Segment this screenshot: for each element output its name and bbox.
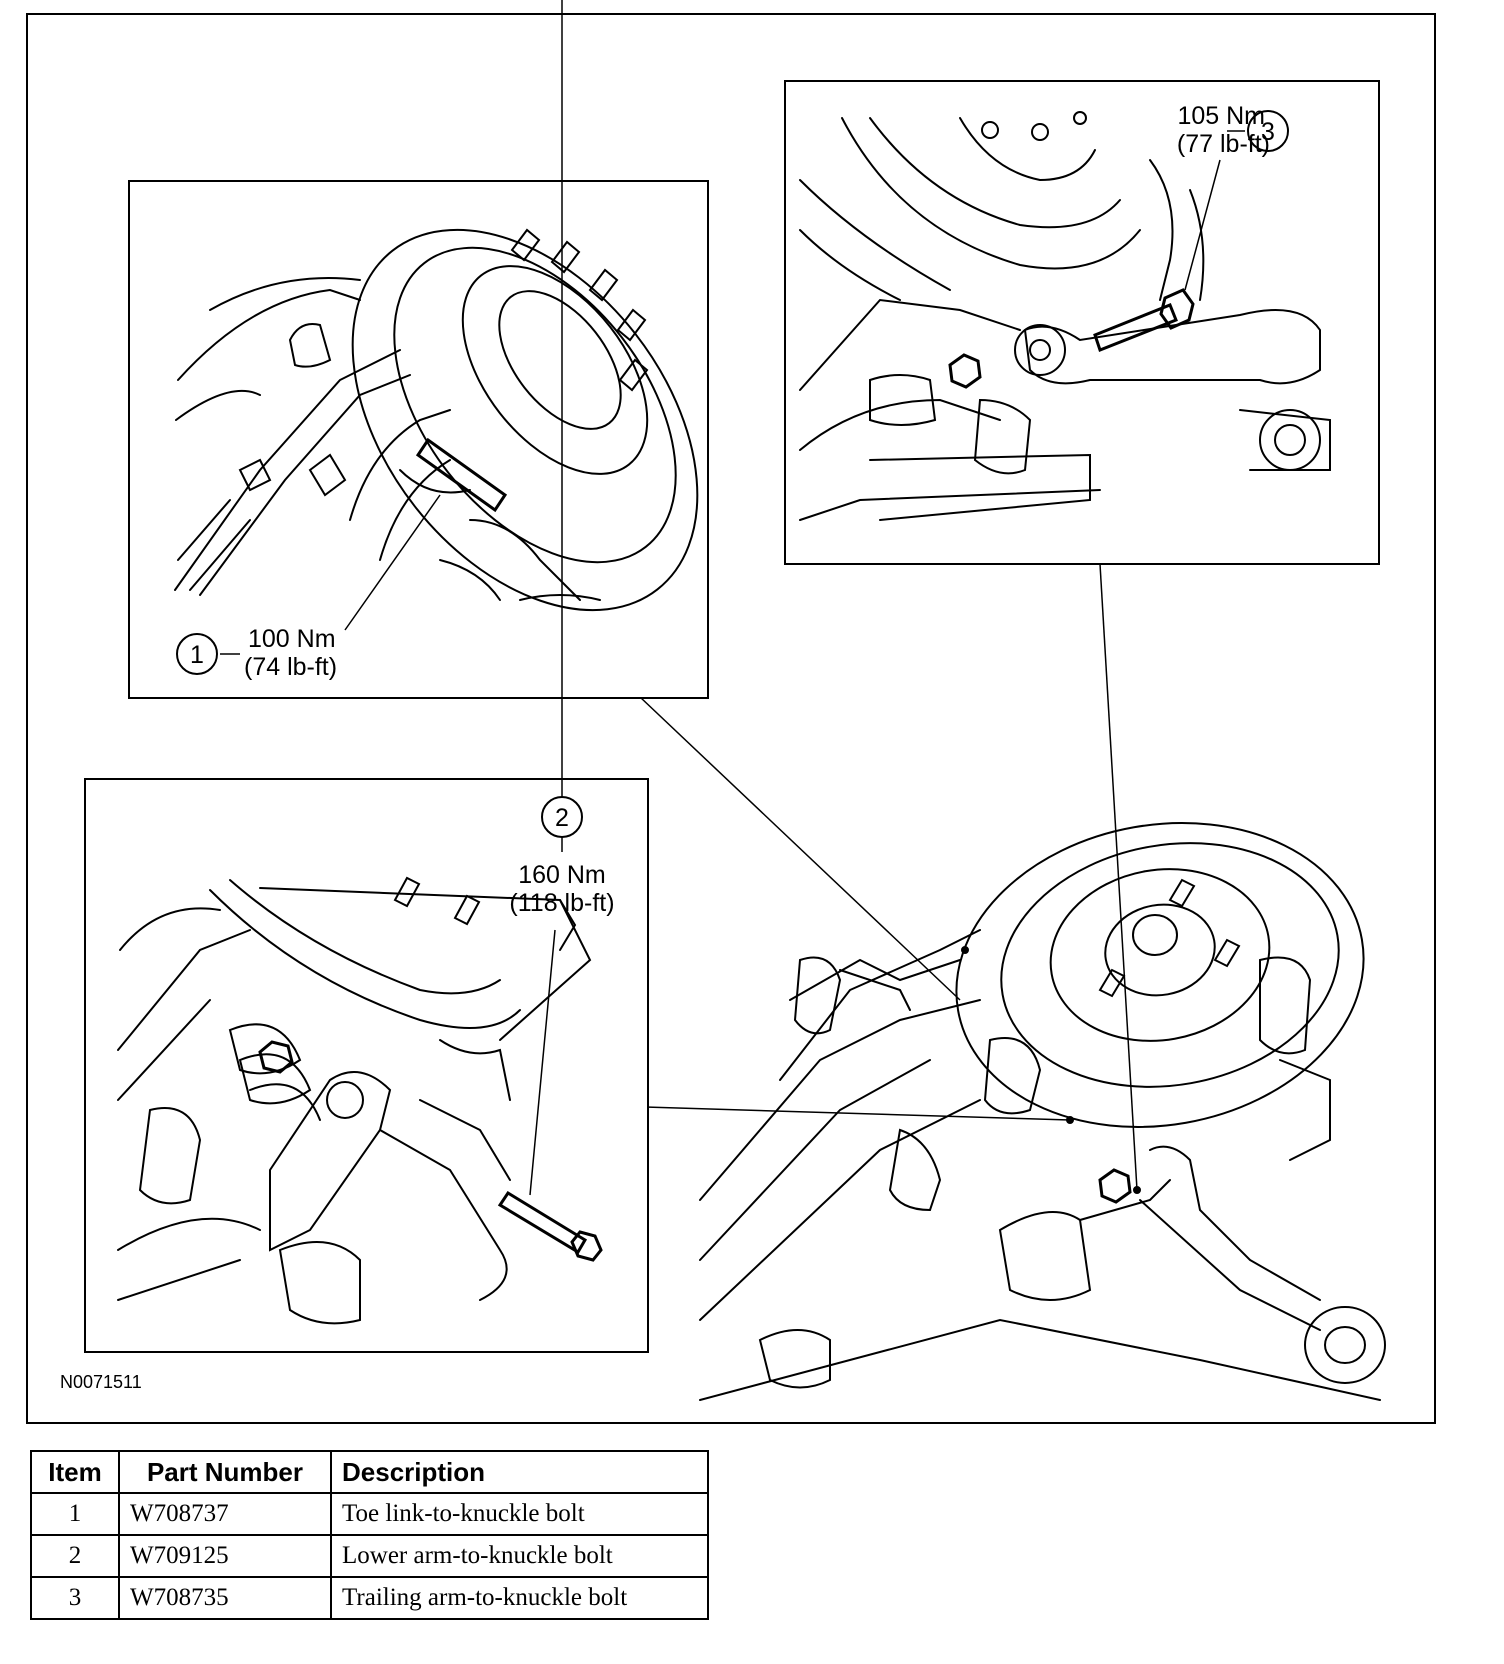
figure-frame [26,13,1436,1424]
row-part-number: W708737 [118,1492,332,1536]
callout-2-number: 2 [555,804,569,832]
callout-3-torque-nm: 105 Nm [1177,102,1265,130]
callout-3-torque-lbft: (77 lb-ft) [1177,130,1270,158]
row-part-number: W708735 [118,1576,332,1620]
row-item: 1 [30,1492,120,1536]
leader-lines [639,563,1138,1191]
header-description: Description [330,1450,709,1494]
callout-2-circle [541,796,583,838]
row-part-number: W709125 [118,1534,332,1578]
row-item: 2 [30,1534,120,1578]
suspension-diagram: 1 100 Nm (74 lb-ft) [26,0,1436,1424]
row-description: Trailing arm-to-knuckle bolt [330,1576,709,1620]
figure-id: N0071511 [60,1372,142,1392]
inset-trailing-arm: 3 105 Nm (77 lb-ft) [784,80,1380,565]
callout-1-torque-lbft: (74 lb-ft) [244,653,337,681]
row-description: Toe link-to-knuckle bolt [330,1492,709,1536]
callout-3-circle [1247,110,1289,152]
parts-table: Item Part Number Description 1 W708737 T… [30,1450,709,1620]
callout-1-number: 1 [190,641,204,669]
row-description: Lower arm-to-knuckle bolt [330,1534,709,1578]
table-row: 1 W708737 Toe link-to-knuckle bolt [30,1492,709,1536]
header-part-number: Part Number [118,1450,332,1494]
callout-2-torque-lbft: (118 lb-ft) [509,889,614,917]
inset-lower-arm: 2 160 Nm (118 lb-ft) [84,0,649,1353]
table-header-row: Item Part Number Description [30,1450,709,1494]
callout-1-torque-nm: 100 Nm [248,625,336,653]
main-suspension-view [699,822,1386,1401]
callout-1-circle [176,633,218,675]
inset-toe-link: 1 100 Nm (74 lb-ft) [128,180,709,699]
header-item: Item [30,1450,120,1494]
table-row: 2 W709125 Lower arm-to-knuckle bolt [30,1534,709,1578]
row-item: 3 [30,1576,120,1620]
table-row: 3 W708735 Trailing arm-to-knuckle bolt [30,1576,709,1620]
callout-3-number: 3 [1261,118,1275,146]
callout-2-torque-nm: 160 Nm [518,861,606,889]
